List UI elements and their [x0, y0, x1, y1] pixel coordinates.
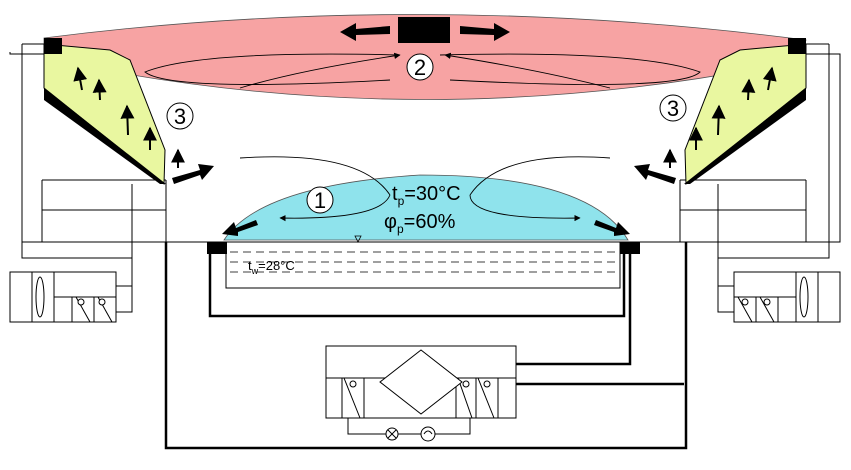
pool-basin: [207, 235, 640, 289]
svg-text:1: 1: [314, 188, 326, 213]
air-temperature-label: tp=30°C: [392, 183, 461, 208]
right-air-handling-unit: [733, 271, 841, 323]
air-humidity-label: φp=60%: [384, 211, 456, 236]
piping: [164, 242, 688, 450]
pump-icon: [420, 426, 436, 442]
bypass-loop: [347, 418, 471, 435]
exhaust-arrows: [340, 23, 510, 41]
water-temperature-label: tw=28°C: [248, 258, 295, 276]
svg-text:3: 3: [174, 104, 186, 129]
supply-jets: [172, 164, 676, 184]
upper-circulation-loops: [144, 52, 701, 89]
damper-valve-icon: [385, 427, 399, 441]
side-zone-arrows: [73, 66, 777, 168]
pool-edge-arrows: [222, 220, 630, 236]
side-unit-connections: [9, 52, 841, 313]
svg-text:2: 2: [414, 55, 426, 80]
pool-circulation: [239, 156, 611, 222]
heat-exchanger-icon: [379, 349, 463, 415]
zone-marker-1: 1: [306, 186, 334, 214]
exhaust-grille: [398, 17, 450, 43]
zone-marker-3-left: 3: [166, 102, 194, 130]
zone-marker-2: 2: [406, 53, 434, 81]
left-air-handling-unit: [9, 271, 117, 323]
zone-marker-3-right: 3: [659, 94, 687, 122]
water-level-icon: [354, 235, 362, 243]
central-heat-recovery-unit: [325, 345, 517, 419]
svg-text:3: 3: [667, 96, 679, 121]
